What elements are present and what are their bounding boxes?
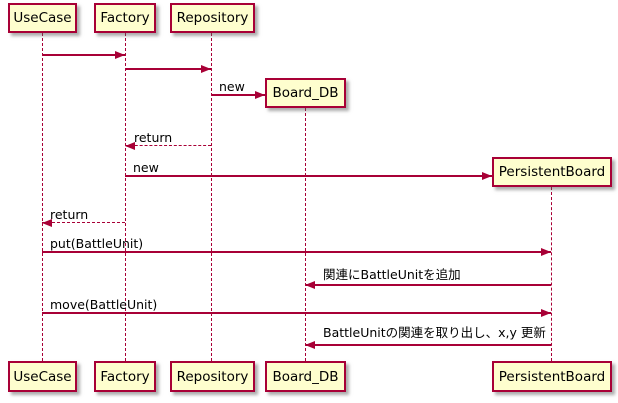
message-line	[42, 222, 125, 223]
arrowhead-icon	[42, 219, 52, 227]
message-line	[305, 344, 551, 346]
message-label: put(BattleUnit)	[50, 236, 144, 251]
arrowhead-icon	[255, 91, 265, 99]
message-line	[125, 175, 492, 177]
message-label: return	[50, 207, 89, 222]
participant-box-board-db-foot: Board_DB	[265, 361, 346, 392]
lifeline-usecase	[42, 33, 43, 361]
participant-box-board-db-head: Board_DB	[265, 78, 346, 108]
lifeline-repository	[211, 33, 212, 361]
message-line	[125, 145, 211, 146]
arrowhead-icon	[201, 65, 211, 73]
participant-box-usecase-head: UseCase	[8, 3, 77, 33]
arrowhead-icon	[541, 248, 551, 256]
participant-box-repository-head: Repository	[170, 3, 255, 33]
arrowhead-icon	[305, 281, 315, 289]
lifeline-factory	[125, 33, 126, 361]
participant-box-usecase-foot: UseCase	[8, 361, 77, 392]
message-label: 関連にBattleUnitを追加	[323, 267, 461, 282]
message-line	[211, 94, 265, 96]
message-label: move(BattleUnit)	[50, 297, 158, 312]
arrowhead-icon	[541, 309, 551, 317]
message-label: BattleUnitの関連を取り出し、x,y 更新	[323, 325, 546, 340]
message-label: return	[134, 130, 173, 145]
participant-box-repository-foot: Repository	[170, 361, 255, 392]
message-line	[42, 251, 551, 253]
lifeline-board-db	[305, 108, 306, 361]
participant-box-factory-head: Factory	[94, 3, 156, 33]
participant-box-persistentboard-head: PersistentBoard	[492, 157, 612, 187]
arrowhead-icon	[305, 341, 315, 349]
message-line	[42, 312, 551, 314]
message-label: new	[133, 160, 159, 175]
message-line	[125, 68, 211, 70]
message-line	[42, 54, 125, 56]
arrowhead-icon	[125, 142, 135, 150]
lifeline-persistentboard	[551, 187, 552, 361]
participant-box-persistentboard-foot: PersistentBoard	[492, 361, 612, 392]
arrowhead-icon	[115, 51, 125, 59]
participant-box-factory-foot: Factory	[94, 361, 156, 392]
message-line	[305, 284, 551, 286]
arrowhead-icon	[482, 172, 492, 180]
message-label: new	[219, 79, 245, 94]
